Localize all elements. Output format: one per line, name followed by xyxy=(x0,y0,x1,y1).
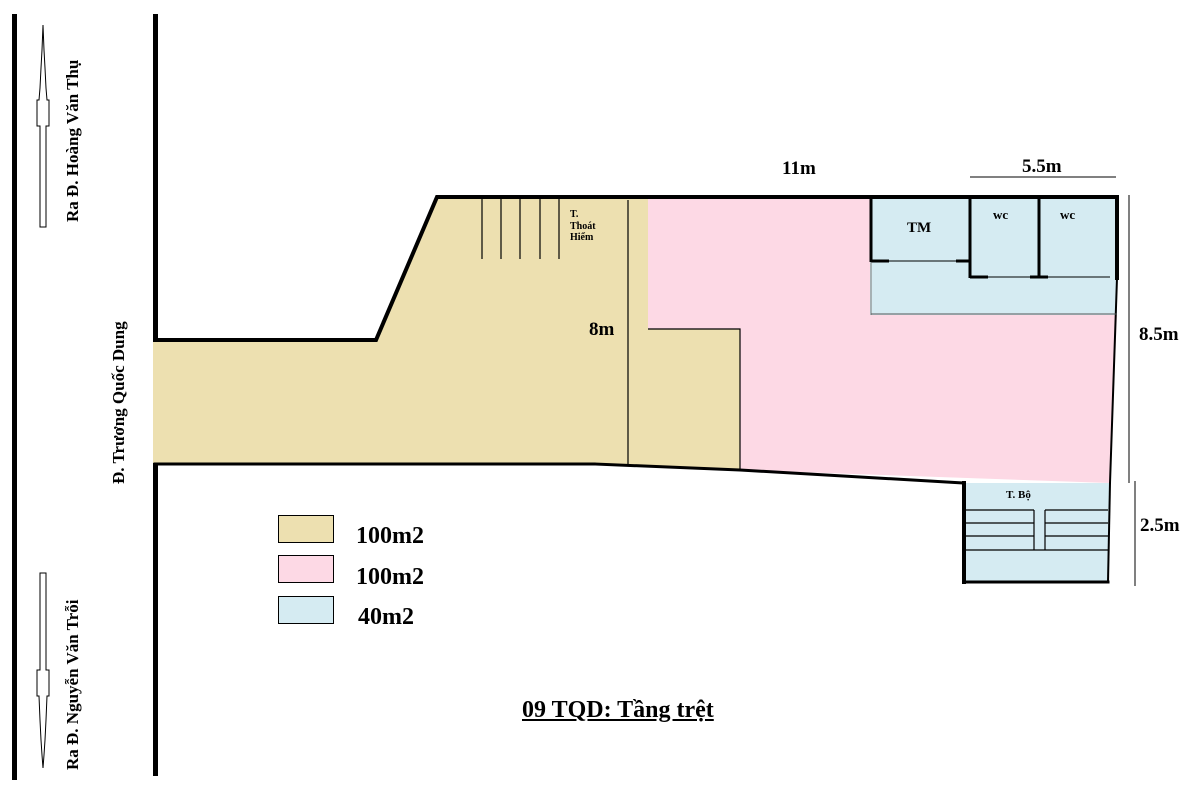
room-label-emergency-stair: T. Thoát Hiểm xyxy=(570,209,596,244)
street-label-truong-quoc-dung: Đ. Trương Quốc Dung xyxy=(109,321,128,484)
arrow-up-icon xyxy=(36,24,50,228)
dimension-right-height: 8.5m xyxy=(1139,324,1179,345)
emergency-stair-line-2: Thoát xyxy=(570,220,596,232)
zone-beige xyxy=(153,197,740,470)
room-label-internal-stair: T. Bộ xyxy=(1006,489,1031,501)
street-right-edge-top xyxy=(153,14,158,340)
emergency-stair-line-1: T. xyxy=(570,209,579,220)
interior-lines xyxy=(627,200,741,470)
internal-stair xyxy=(966,509,1108,551)
street-label-hoang-van-thu: Ra Đ. Hoàng Văn Thụ xyxy=(63,59,82,222)
street-label-nguyen-van-troi: Ra Đ. Nguyễn Văn Trỗi xyxy=(63,599,82,771)
zone-pink xyxy=(648,197,1117,483)
street-left-edge xyxy=(12,14,17,780)
dimension-right-top-width: 5.5m xyxy=(1022,156,1062,177)
legend-swatch-blue xyxy=(278,596,334,624)
legend-label-pink: 100m2 xyxy=(356,564,424,590)
zone-blue-stair xyxy=(964,483,1110,582)
arrow-down-icon xyxy=(36,572,50,769)
room-label-tm: TM xyxy=(907,220,932,236)
legend-label-beige: 100m2 xyxy=(356,523,424,549)
legend-label-blue: 40m2 xyxy=(358,604,414,630)
dimension-lines xyxy=(970,176,1136,586)
zone-blue-top xyxy=(870,197,1117,315)
wc-walls xyxy=(869,197,1117,315)
room-label-wc-2: wc xyxy=(1060,207,1076,222)
emergency-stair-line-3: Hiểm xyxy=(570,232,594,243)
dimension-top-width: 11m xyxy=(782,158,816,179)
street-right-edge-bottom xyxy=(153,462,158,776)
dimension-depth: 8m xyxy=(589,319,615,340)
dimension-stair-height: 2.5m xyxy=(1140,515,1180,536)
legend-swatch-pink xyxy=(278,555,334,583)
room-label-wc-1: wc xyxy=(993,207,1009,222)
legend-swatch-beige xyxy=(278,515,334,543)
emergency-stair xyxy=(481,197,560,259)
page-title: 09 TQD: Tầng trệt xyxy=(522,697,714,723)
